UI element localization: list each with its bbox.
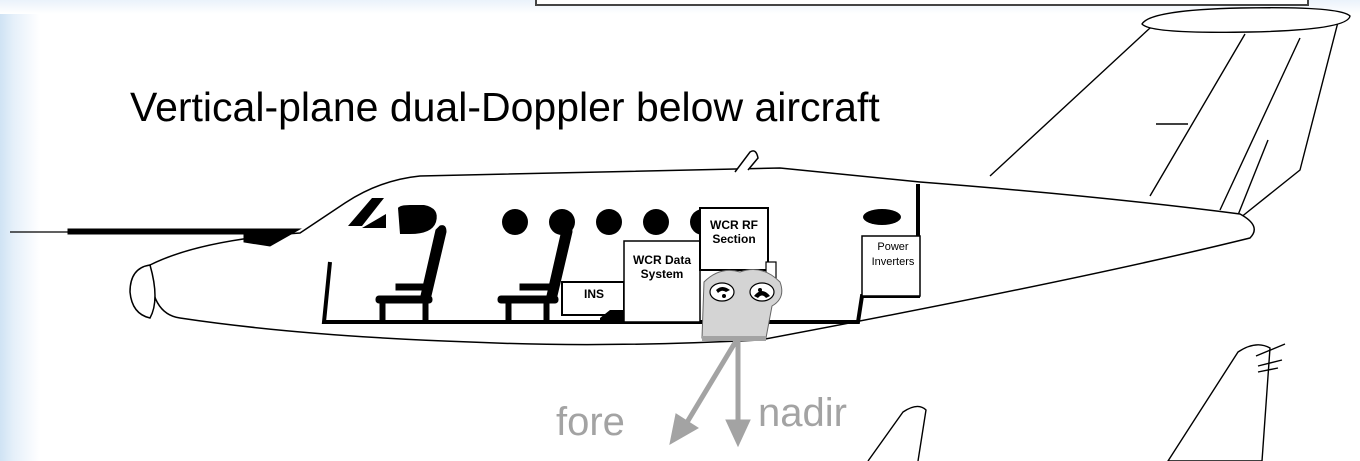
rf-section-label: WCR RF Section <box>700 218 768 246</box>
rf-section-label-line1: WCR RF <box>710 218 758 232</box>
ins-label: INS <box>583 287 604 301</box>
antenna-dishes <box>716 287 770 298</box>
lower-wings <box>867 343 1286 461</box>
nadir-beam-label: nadir <box>758 391 847 435</box>
power-inverters-label-line2: Inverters <box>871 256 915 268</box>
rf-section-label-line2: Section <box>712 232 756 246</box>
cockpit-windows <box>348 198 437 234</box>
ins-box <box>561 281 625 316</box>
data-system-label: WCR Data System <box>624 253 700 281</box>
fore-beam-label: fore <box>556 400 625 444</box>
data-system-label-line2: System <box>640 267 684 281</box>
passenger-seat <box>497 225 573 323</box>
data-system-box <box>623 240 701 323</box>
power-inverters-label-line1: Power <box>877 241 909 253</box>
top-frame <box>535 0 1309 6</box>
rf-section-box <box>699 207 777 293</box>
nose-probe <box>10 228 302 247</box>
diagram-title: Vertical-plane dual-Doppler below aircra… <box>130 84 880 130</box>
beam-arrows <box>669 339 751 448</box>
pilot-seat <box>375 225 447 323</box>
radar-antenna-housing <box>701 269 783 341</box>
power-inverters-label: Power Inverters <box>863 240 923 270</box>
vertical-tail <box>989 6 1351 219</box>
data-system-label-line1: WCR Data <box>632 253 691 267</box>
power-inverters-box <box>861 235 921 297</box>
